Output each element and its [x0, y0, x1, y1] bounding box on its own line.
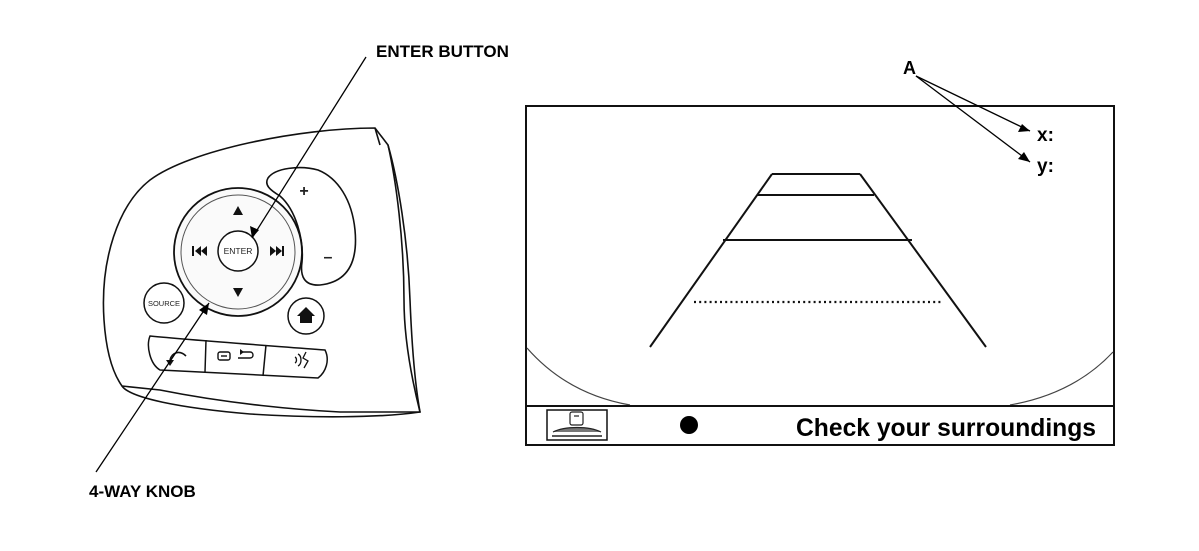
enter-button-callout: ENTER BUTTON — [250, 42, 509, 239]
phone-return-button[interactable] — [217, 349, 254, 361]
bumper-outline — [526, 347, 631, 406]
arrow-up-icon — [233, 206, 243, 215]
y-label: y: — [1037, 156, 1054, 177]
home-icon — [297, 307, 315, 323]
source-button-label: SOURCE — [148, 299, 180, 308]
parking-guidelines — [649, 173, 987, 348]
a-callout-label: A — [903, 58, 916, 78]
voice-button[interactable] — [294, 351, 309, 369]
a-callout: A — [903, 58, 1031, 163]
camera-view-icon — [552, 411, 602, 437]
bumper-outline — [1009, 351, 1114, 406]
phone-icon — [217, 351, 231, 361]
volume-rocker[interactable]: + – — [265, 166, 357, 286]
voice-icon — [294, 351, 309, 369]
steering-switch-panel — [102, 127, 422, 418]
skip-forward-icon — [270, 246, 284, 256]
callout-arrowhead — [1018, 152, 1030, 162]
enter-button-callout-label: ENTER BUTTON — [376, 42, 509, 61]
status-dot-icon — [680, 416, 698, 434]
four-way-knob-callout-label: 4-WAY KNOB — [89, 482, 196, 501]
arrow-down-icon — [233, 288, 243, 297]
enter-button-label: ENTER — [224, 246, 253, 256]
camera-display: x: y: Check your surroundings — [525, 105, 1115, 446]
hang-up-icon — [238, 349, 254, 359]
home-button[interactable] — [287, 297, 325, 335]
callout-arrowhead — [250, 226, 259, 238]
callout-arrowhead — [199, 303, 209, 315]
x-label: x: — [1037, 125, 1054, 146]
skip-back-icon — [192, 246, 207, 256]
volume-down-label: – — [324, 249, 333, 266]
bottom-button-row — [147, 335, 328, 379]
callout-arrowhead — [1018, 124, 1030, 132]
four-way-knob-callout: 4-WAY KNOB — [89, 302, 210, 501]
camera-view-button[interactable] — [546, 409, 608, 441]
enter-button[interactable]: ENTER — [217, 230, 259, 272]
volume-up-label: + — [299, 183, 308, 200]
source-button[interactable]: SOURCE — [143, 282, 185, 324]
status-message: Check your surroundings — [796, 414, 1096, 442]
